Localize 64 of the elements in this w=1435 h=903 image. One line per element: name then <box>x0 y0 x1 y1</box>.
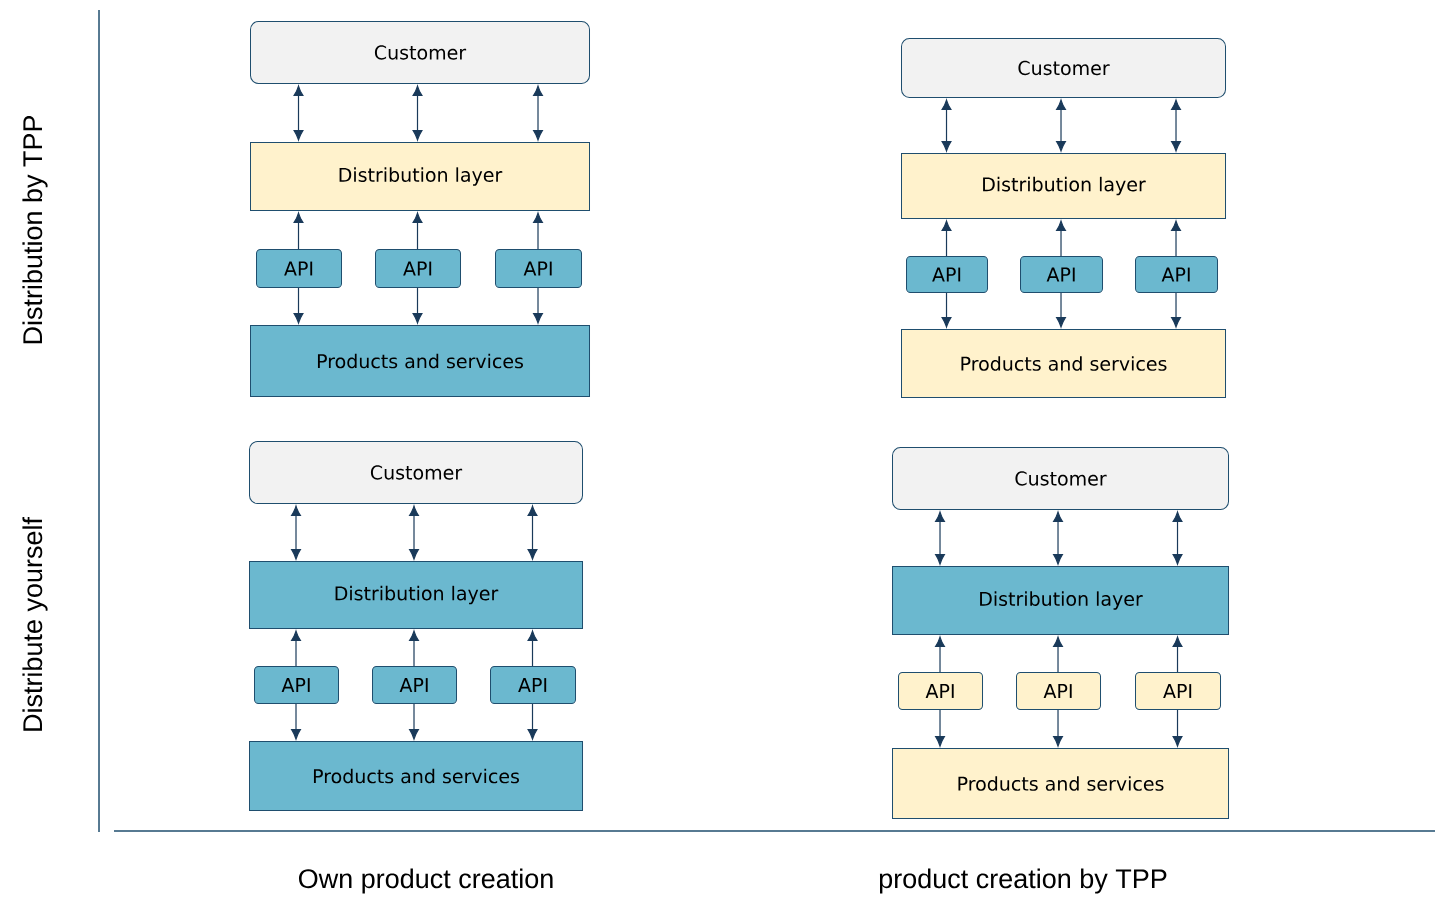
api-box: API <box>1135 672 1221 710</box>
arrow <box>533 212 543 250</box>
arrow <box>1053 511 1063 565</box>
arrow <box>412 212 423 250</box>
arrow <box>1056 292 1066 328</box>
api-box: API <box>256 249 342 288</box>
arrow <box>409 630 419 667</box>
distribution-layer-box: Distribution layer <box>892 566 1229 635</box>
arrow <box>935 511 945 565</box>
products-box: Products and services <box>250 325 590 397</box>
arrow <box>291 630 301 667</box>
arrow <box>1172 709 1183 747</box>
api-box: API <box>906 256 988 293</box>
arrow <box>409 703 419 740</box>
column-label: Own product creation <box>299 868 553 894</box>
api-box: API <box>372 666 457 704</box>
arrow <box>1056 99 1066 152</box>
row-label: Distribute yourself <box>22 517 48 731</box>
arrow <box>293 287 304 324</box>
arrow <box>941 99 952 152</box>
distribution-layer-box: Distribution layer <box>249 561 583 629</box>
api-box: API <box>495 249 582 288</box>
arrow <box>1053 636 1063 673</box>
arrow <box>1172 636 1183 673</box>
arrow <box>935 636 945 673</box>
customer-box: Customer <box>250 21 590 84</box>
arrow <box>527 505 538 560</box>
api-box: API <box>490 666 576 704</box>
arrow <box>941 220 952 257</box>
arrow <box>1171 99 1181 152</box>
row-label: Distribution by TPP <box>22 115 48 344</box>
api-box: API <box>1135 256 1218 293</box>
arrow <box>291 703 301 740</box>
arrow <box>1053 709 1063 747</box>
arrow <box>293 212 304 250</box>
arrow <box>533 85 543 141</box>
products-box: Products and services <box>249 741 583 811</box>
customer-box: Customer <box>249 441 583 504</box>
api-box: API <box>898 672 983 710</box>
arrow <box>1172 511 1183 565</box>
arrow <box>941 292 952 328</box>
api-box: API <box>254 666 339 704</box>
distribution-layer-box: Distribution layer <box>901 153 1226 219</box>
customer-box: Customer <box>892 447 1229 510</box>
customer-box: Customer <box>901 38 1226 98</box>
arrow <box>1056 220 1066 257</box>
arrow <box>527 630 538 667</box>
arrow <box>1171 292 1181 328</box>
arrow <box>533 287 543 324</box>
api-box: API <box>1020 256 1103 293</box>
api-box: API <box>1016 672 1101 710</box>
arrow <box>293 85 304 141</box>
products-box: Products and services <box>901 329 1226 398</box>
arrow <box>409 505 419 560</box>
arrow <box>935 709 945 747</box>
arrow <box>291 505 301 560</box>
arrow <box>412 85 423 141</box>
arrow <box>412 287 423 324</box>
column-label: product creation by TPP <box>879 868 1167 894</box>
distribution-layer-box: Distribution layer <box>250 142 590 211</box>
api-box: API <box>375 249 461 288</box>
arrow <box>1171 220 1181 257</box>
products-box: Products and services <box>892 748 1229 819</box>
arrow <box>527 703 538 740</box>
